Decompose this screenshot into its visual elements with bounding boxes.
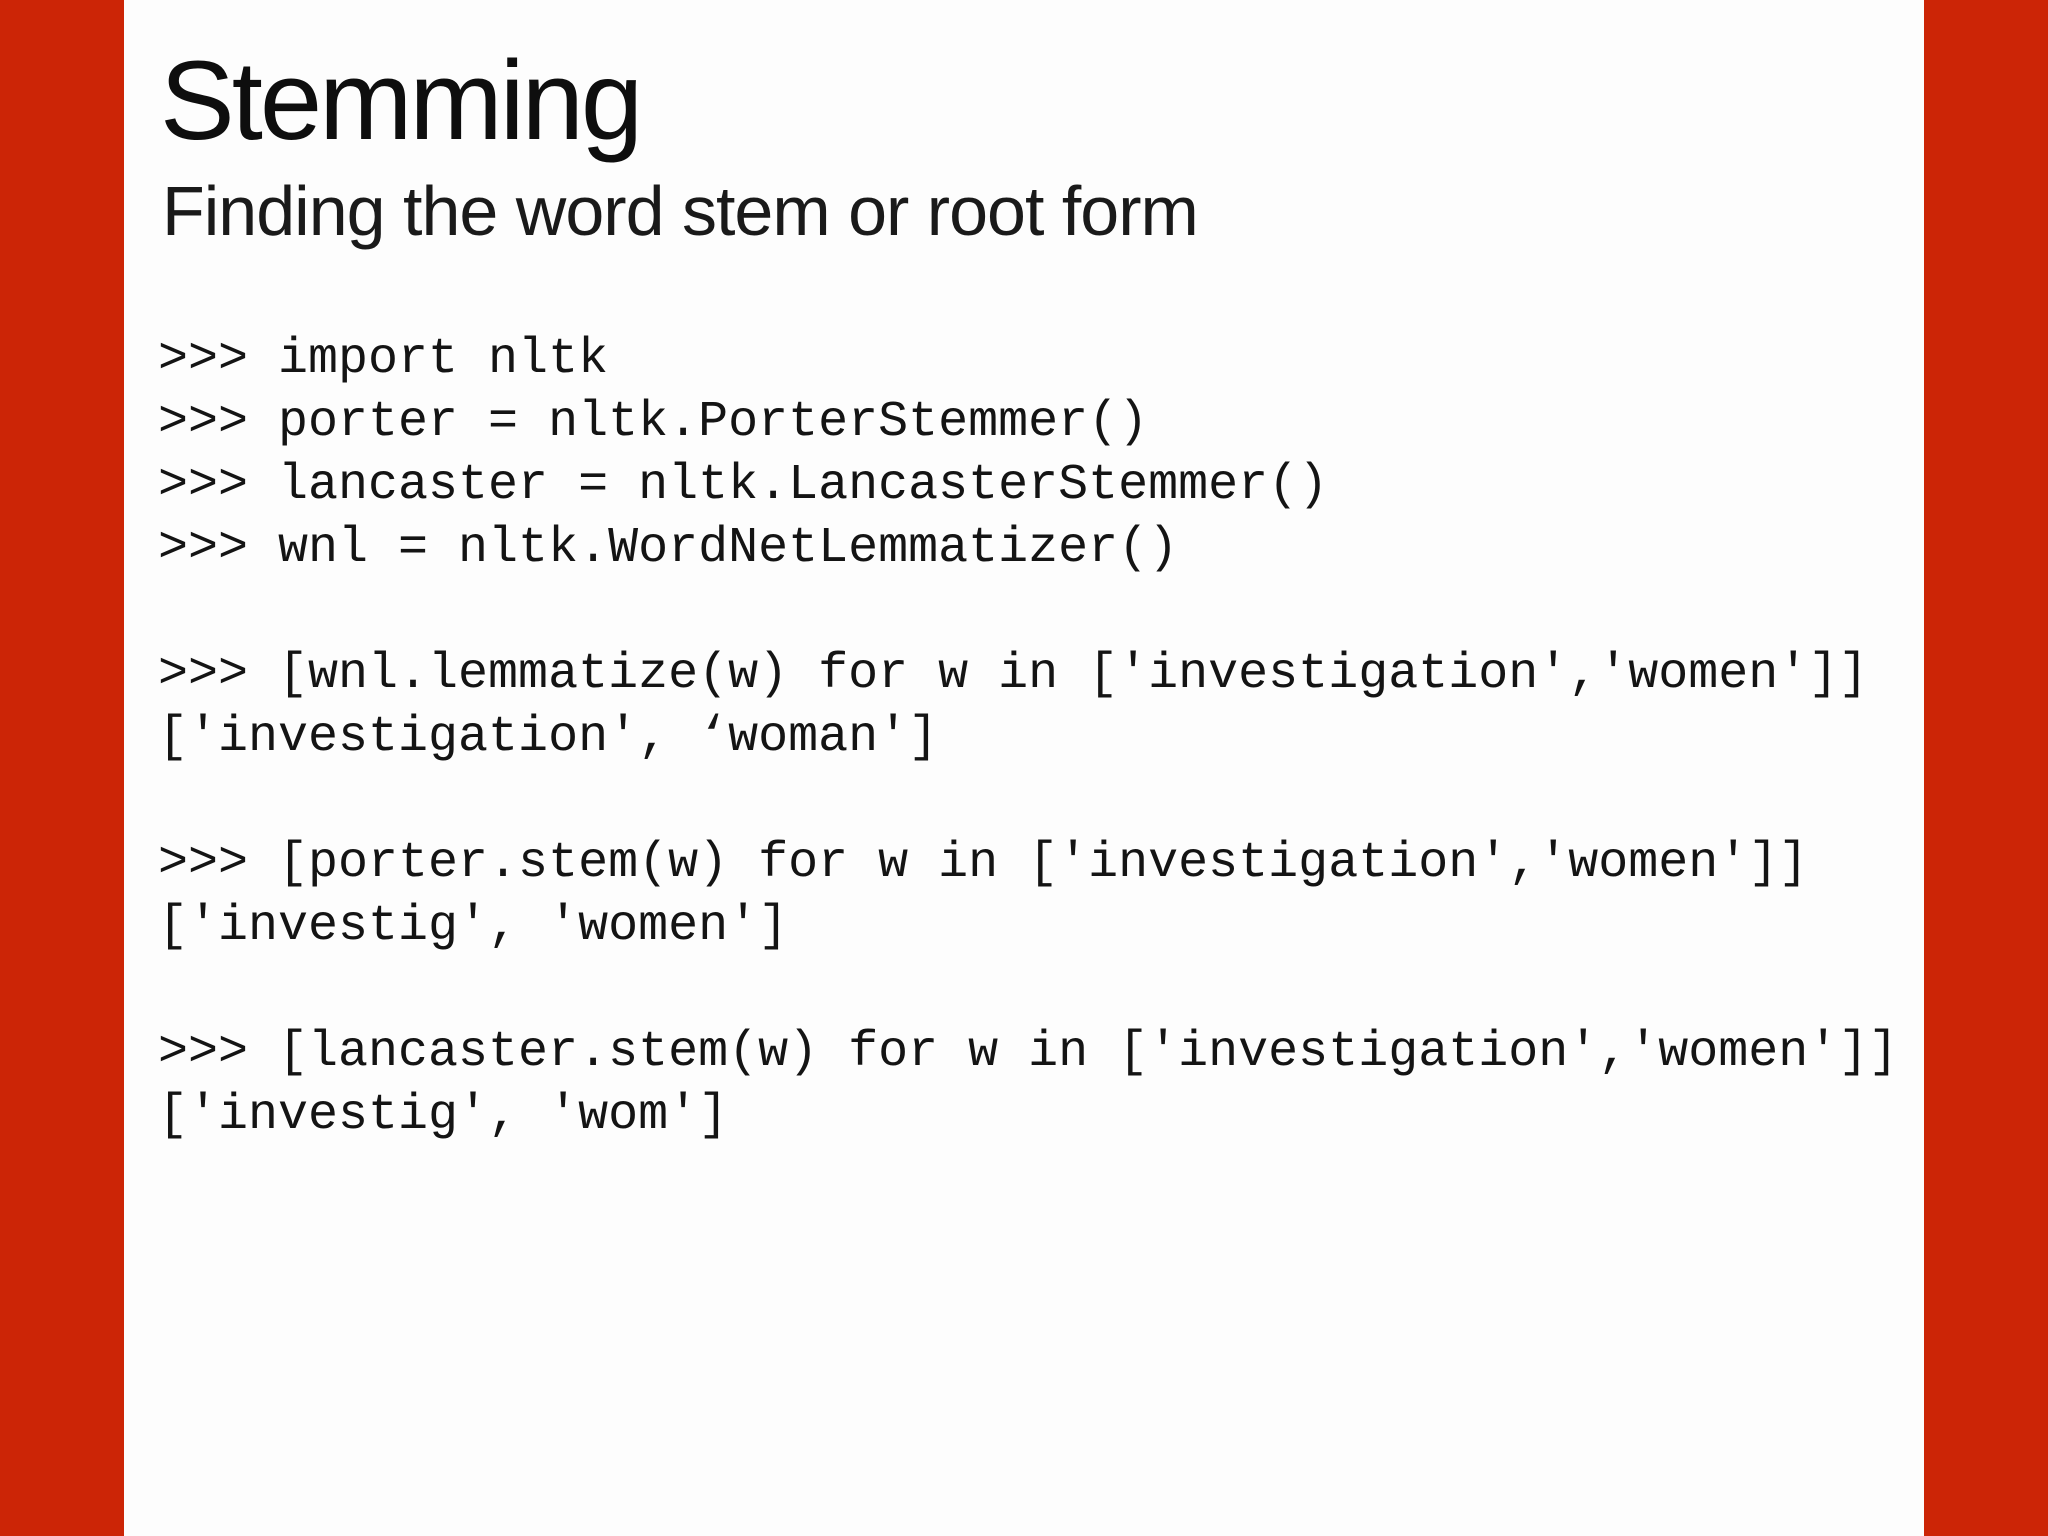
code-line-lancaster-result: ['investig', 'wom'] xyxy=(158,1087,729,1144)
code-line-porter-init: >>> porter = nltk.PorterStemmer() xyxy=(158,394,1149,451)
code-example-block: >>> import nltk >>> porter = nltk.Porter… xyxy=(158,328,1898,1147)
code-line-blank-1 xyxy=(158,580,1898,643)
code-line-porter-result: ['investig', 'women'] xyxy=(158,898,789,955)
code-line-lemmatize-call: >>> [wnl.lemmatize(w) for w in ['investi… xyxy=(158,646,1869,703)
slide-content-area: Stemming Finding the word stem or root f… xyxy=(124,0,1924,1536)
code-line-porter-call: >>> [porter.stem(w) for w in ['investiga… xyxy=(158,835,1809,892)
code-line-lancaster-call: >>> [lancaster.stem(w) for w in ['invest… xyxy=(158,1024,1899,1081)
code-line-import: >>> import nltk xyxy=(158,331,609,388)
left-accent-bar xyxy=(0,0,124,1536)
slide-subtitle: Finding the word stem or root form xyxy=(162,172,1199,250)
slide-title: Stemming xyxy=(160,38,643,163)
code-line-lancaster-init: >>> lancaster = nltk.LancasterStemmer() xyxy=(158,457,1329,514)
right-accent-bar xyxy=(1924,0,2048,1536)
code-line-blank-2 xyxy=(158,769,1898,832)
code-line-blank-3 xyxy=(158,958,1898,1021)
code-line-wnl-init: >>> wnl = nltk.WordNetLemmatizer() xyxy=(158,520,1179,577)
code-line-lemmatize-result: ['investigation', ‘woman'] xyxy=(158,709,939,766)
